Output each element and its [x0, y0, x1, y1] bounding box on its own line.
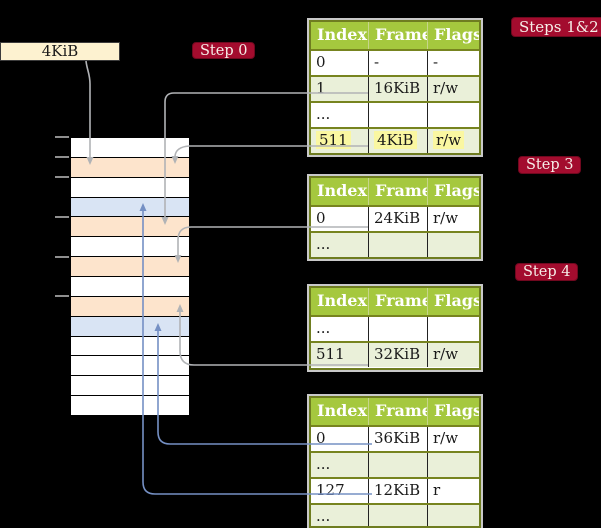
- table-cell: 1: [316, 79, 326, 97]
- badge-step-0: Step 0: [192, 42, 256, 59]
- table-row: ...: [311, 231, 479, 257]
- table-cell: 0: [316, 53, 326, 71]
- table-cell: 0: [316, 209, 326, 227]
- memory-row-2: [71, 157, 189, 178]
- table-row: ...: [311, 451, 479, 477]
- column-header-frame: Frame: [368, 288, 427, 315]
- table-row: ...: [311, 315, 479, 341]
- column-header-frame: Frame: [368, 178, 427, 205]
- column-header-flags: Flags: [427, 178, 479, 205]
- table-cell: [368, 505, 427, 526]
- memory-row-6: [71, 237, 189, 258]
- badge-steps-1-2: Steps 1&2: [511, 17, 601, 37]
- table-cell: ...: [316, 507, 331, 525]
- table-cell: [427, 103, 479, 127]
- memory-row-14: [71, 396, 189, 416]
- frame-size-label: 4KiB: [0, 42, 120, 61]
- table-cell: [368, 103, 427, 127]
- column-header-flags: Flags: [427, 288, 479, 315]
- table-row: 0 --: [311, 49, 479, 75]
- table-cell: ...: [316, 455, 331, 473]
- memory-row-9: [71, 296, 189, 317]
- badge-step-3: Step 3: [518, 156, 582, 174]
- table-cell: [368, 317, 427, 341]
- memory-tick: [55, 255, 69, 258]
- memory-tick: [55, 215, 69, 218]
- highlighted-value: 511: [316, 131, 351, 149]
- table-cell: 0: [316, 429, 326, 447]
- table-row: ...: [311, 503, 479, 526]
- memory-strip: [70, 137, 190, 416]
- table-cell: ...: [316, 105, 331, 123]
- table-cell: 16KiB: [368, 77, 427, 101]
- table-cell: r/w: [427, 129, 479, 153]
- memory-row-4: [71, 197, 189, 218]
- table-cell: 12KiB: [368, 479, 427, 503]
- table-cell: -: [368, 51, 427, 75]
- table-cell: 511: [316, 345, 345, 363]
- table-row: 511 4KiB r/w: [311, 127, 479, 153]
- memory-row-10: [71, 316, 189, 337]
- table-cell: r/w: [427, 77, 479, 101]
- table-cell: ...: [316, 319, 331, 337]
- memory-tick: [55, 136, 69, 138]
- table-cell: [427, 317, 479, 341]
- table-cell: [368, 233, 427, 257]
- highlighted-value: 4KiB: [374, 131, 417, 149]
- memory-row-1: [71, 138, 189, 158]
- column-header-frame: Frame: [368, 22, 427, 49]
- memory-row-8: [71, 277, 189, 297]
- table-cell: r/w: [427, 427, 479, 451]
- table-cell: r/w: [427, 207, 479, 231]
- column-header-index: Index: [317, 181, 368, 200]
- memory-tick: [55, 155, 69, 158]
- memory-tick: [55, 295, 69, 298]
- column-header-index: Index: [317, 401, 368, 420]
- memory-row-5: [71, 217, 189, 238]
- table-cell: r/w: [427, 343, 479, 367]
- table-cell: 127: [316, 481, 345, 499]
- memory-row-13: [71, 376, 189, 397]
- table-cell: 511: [311, 129, 368, 153]
- table-cell: -: [427, 51, 479, 75]
- memory-row-12: [71, 356, 189, 377]
- table-cell: ...: [316, 235, 331, 253]
- table-cell: [427, 453, 479, 477]
- memory-row-11: [71, 336, 189, 357]
- memory-tick: [55, 175, 69, 178]
- table-row: ...: [311, 101, 479, 127]
- column-header-index: Index: [317, 25, 368, 44]
- column-header-index: Index: [317, 291, 368, 310]
- column-header-flags: Flags: [427, 398, 479, 425]
- table-cell: 24KiB: [368, 207, 427, 231]
- table-cell: [427, 505, 479, 526]
- column-header-frame: Frame: [368, 398, 427, 425]
- table-cell: 32KiB: [368, 343, 427, 367]
- badge-step-4: Step 4: [515, 263, 579, 281]
- memory-row-3: [71, 177, 189, 198]
- table-cell: 36KiB: [368, 427, 427, 451]
- table-cell: [427, 233, 479, 257]
- table-cell: r: [427, 479, 479, 503]
- column-header-flags: Flags: [427, 22, 479, 49]
- memory-row-7: [71, 257, 189, 278]
- table-cell: [368, 453, 427, 477]
- highlighted-value: r/w: [433, 131, 465, 149]
- table-cell: 4KiB: [368, 129, 427, 153]
